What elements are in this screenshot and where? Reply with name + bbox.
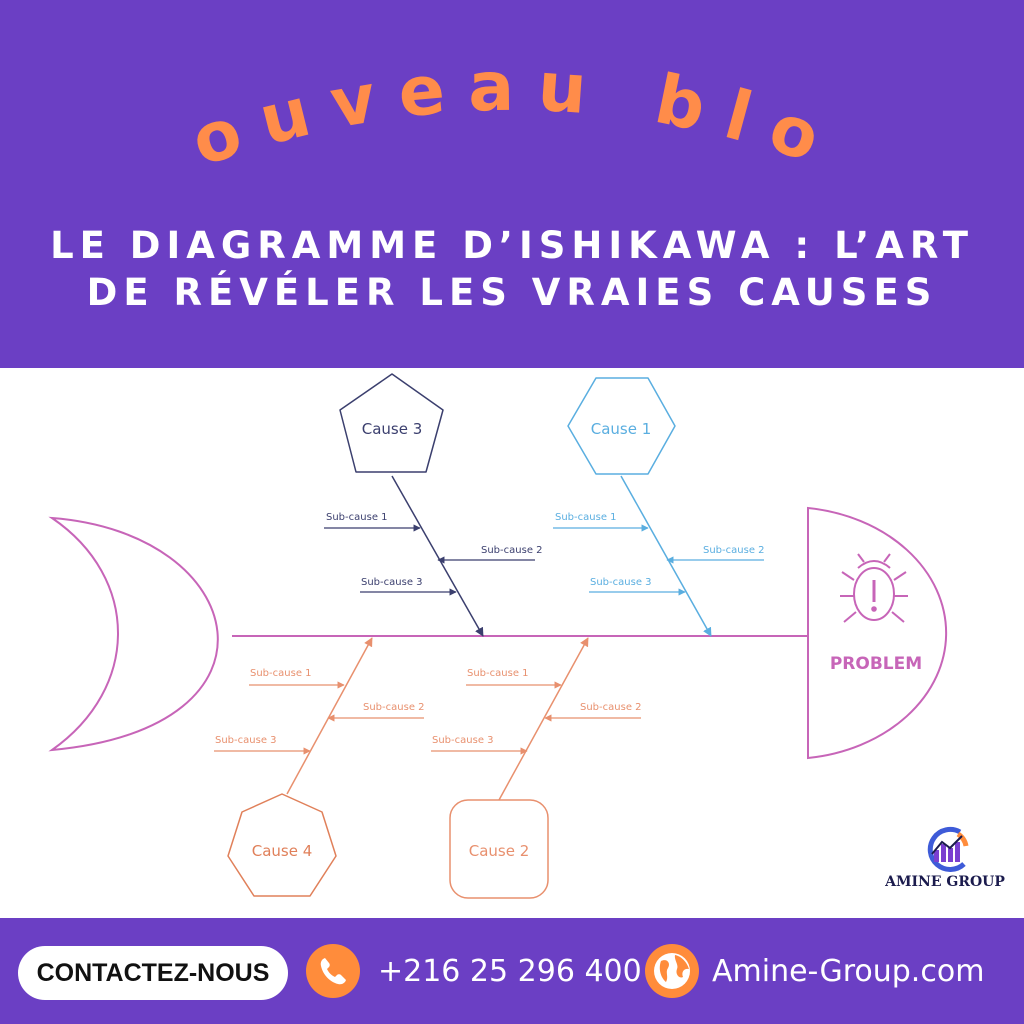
globe-icon: [645, 944, 699, 998]
header-art: Nouveau blog: [0, 0, 1024, 368]
cause-4-label: Cause 4: [252, 842, 313, 860]
header-title-line-2: DE RÉVÉLER LES VRAIES CAUSES: [86, 271, 938, 314]
cause-1-subcause-3-label: Sub-cause 3: [590, 577, 652, 588]
website-link[interactable]: Amine-Group.com: [712, 954, 985, 989]
cause-4-subcause-1-label: Sub-cause 1: [250, 668, 312, 679]
cause-2-bone: [498, 637, 589, 801]
amine-group-logo-icon: [927, 826, 969, 872]
cause-1-subcause-1-label: Sub-cause 1: [555, 512, 617, 523]
bug-warning-icon: [840, 553, 908, 623]
cause-4-subcause-3-label: Sub-cause 3: [215, 735, 277, 746]
cause-2-label: Cause 2: [469, 842, 530, 860]
header-title-line-1: LE DIAGRAMME D’ISHIKAWA : L’ART: [50, 224, 974, 267]
fishbone-diagram: PROBLEM Cause 3 Sub-cause 1 Sub-cause 2 …: [0, 368, 1024, 918]
cause-3-subcause-2-label: Sub-cause 2: [481, 545, 543, 556]
cause-4-heptagon: [227, 793, 337, 897]
cause-2-subcause-3-label: Sub-cause 3: [432, 735, 494, 746]
phone-number[interactable]: +216 25 296 400: [378, 954, 642, 989]
amine-group-logo: AMINE GROUP: [880, 826, 1010, 896]
cause-3-label: Cause 3: [362, 420, 423, 438]
header: Nouveau blog LE DIAGRAMME D’ISHIKAWA : L…: [0, 0, 1024, 368]
cause-3-group: Cause 3 Sub-cause 1 Sub-cause 2 Sub-caus…: [324, 373, 543, 637]
cause-4-bone: [286, 637, 373, 795]
cause-1-subcause-2-label: Sub-cause 2: [703, 545, 765, 556]
problem-label: PROBLEM: [830, 654, 922, 674]
contact-button[interactable]: CONTACTEZ-NOUS: [18, 946, 288, 1000]
fish-head: [807, 506, 948, 760]
phone-icon: [306, 944, 360, 998]
cause-3-subcause-3-label: Sub-cause 3: [361, 577, 423, 588]
cause-3-subcause-1-label: Sub-cause 1: [326, 512, 388, 523]
cause-1-label: Cause 1: [591, 420, 652, 438]
cause-2-subcause-2-label: Sub-cause 2: [580, 702, 642, 713]
cause-1-group: Cause 1 Sub-cause 1 Sub-cause 2 Sub-caus…: [553, 377, 765, 637]
cause-3-pentagon: [339, 373, 444, 473]
cause-2-group: Cause 2 Sub-cause 1 Sub-cause 2 Sub-caus…: [431, 637, 642, 899]
cause-2-subcause-1-label: Sub-cause 1: [467, 668, 529, 679]
footer: CONTACTEZ-NOUS +216 25 296 400 Amine-Gro…: [0, 918, 1024, 1024]
fishbone-svg: PROBLEM Cause 3 Sub-cause 1 Sub-cause 2 …: [48, 373, 948, 899]
cause-3-bone: [391, 475, 484, 637]
cause-1-hexagon: [567, 377, 676, 475]
cause-4-group: Cause 4 Sub-cause 1 Sub-cause 2 Sub-caus…: [214, 637, 425, 897]
logo-name: AMINE GROUP: [885, 874, 1005, 890]
fish-tail: [48, 516, 219, 752]
cause-1-bone: [620, 475, 712, 637]
cause-4-subcause-2-label: Sub-cause 2: [363, 702, 425, 713]
